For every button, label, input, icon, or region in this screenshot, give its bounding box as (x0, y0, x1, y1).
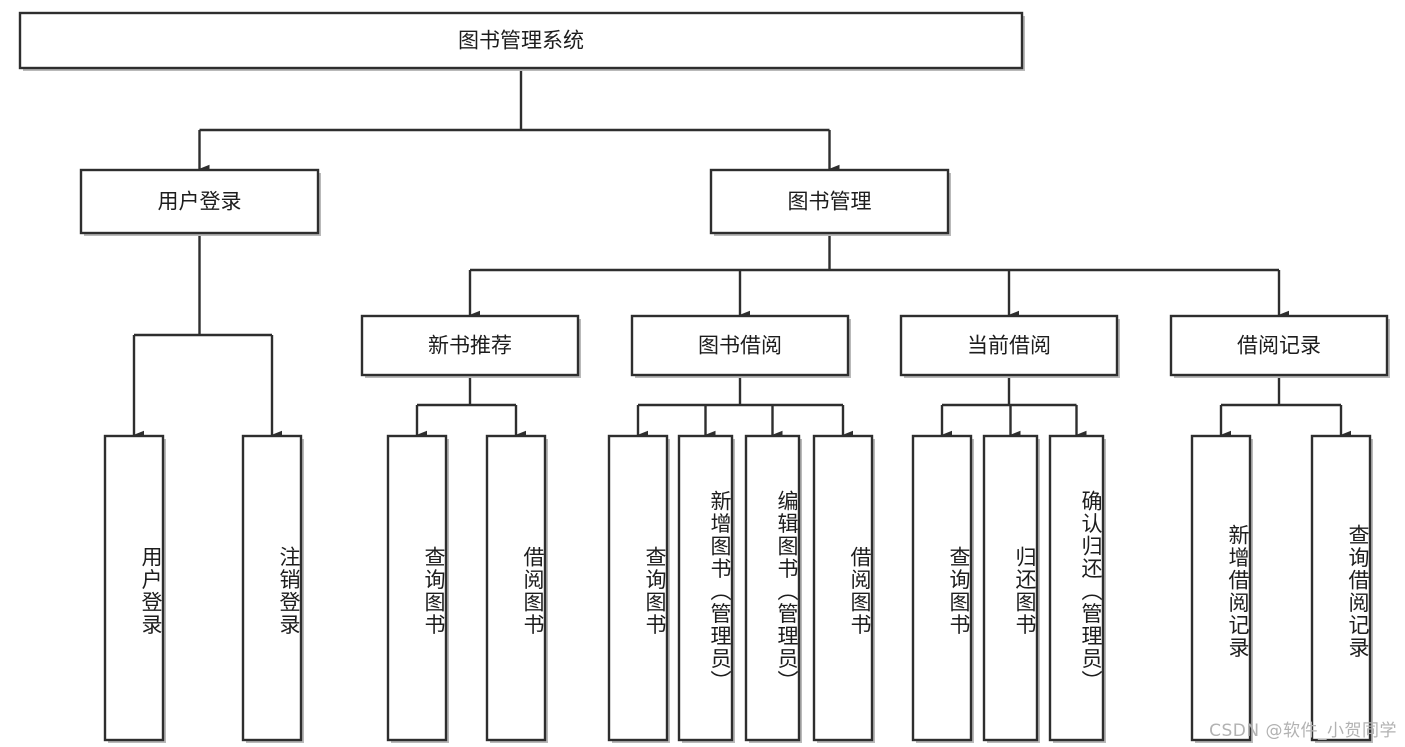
node-leaf-query-book-rec[interactable] (386, 434, 449, 743)
csdn-watermark: CSDN @软件_小贺同学 (1209, 721, 1397, 741)
node-label-book-borrow: 图书借阅 (698, 334, 782, 358)
node-book-manage[interactable]: 图书管理 (709, 168, 951, 236)
node-user-login[interactable]: 用户登录 (79, 168, 321, 236)
node-borrow-record[interactable]: 借阅记录 (1169, 314, 1390, 378)
node-leaf-add-record[interactable] (1190, 434, 1253, 743)
node-leaf-query-book-borrow[interactable] (607, 434, 670, 743)
connector-edges (132, 68, 1351, 440)
node-leaf-query-record[interactable] (1310, 434, 1373, 743)
node-label-root: 图书管理系统 (458, 29, 584, 53)
node-leaf-borrow-book-rec[interactable] (485, 434, 548, 743)
node-leaf-user-logout[interactable] (241, 434, 304, 743)
node-label-book-manage: 图书管理 (788, 190, 872, 214)
node-label-current-borrow: 当前借阅 (967, 334, 1051, 358)
node-leaf-return-book[interactable] (982, 434, 1040, 743)
node-new-book-recommend[interactable]: 新书推荐 (360, 314, 581, 378)
node-leaf-add-book[interactable] (677, 434, 735, 743)
node-leaf-confirm-return[interactable] (1048, 434, 1106, 743)
node-leaf-edit-book[interactable] (744, 434, 802, 743)
node-root[interactable]: 图书管理系统 (18, 11, 1025, 71)
node-leaf-user-login[interactable] (103, 434, 166, 743)
node-leaf-borrow-book[interactable] (812, 434, 875, 743)
node-leaf-query-book-cur[interactable] (911, 434, 974, 743)
node-label-new-book-recommend: 新书推荐 (428, 334, 512, 358)
node-current-borrow[interactable]: 当前借阅 (899, 314, 1120, 378)
node-label-user-login: 用户登录 (158, 190, 242, 214)
node-book-borrow[interactable]: 图书借阅 (630, 314, 851, 378)
node-label-borrow-record: 借阅记录 (1237, 334, 1321, 358)
